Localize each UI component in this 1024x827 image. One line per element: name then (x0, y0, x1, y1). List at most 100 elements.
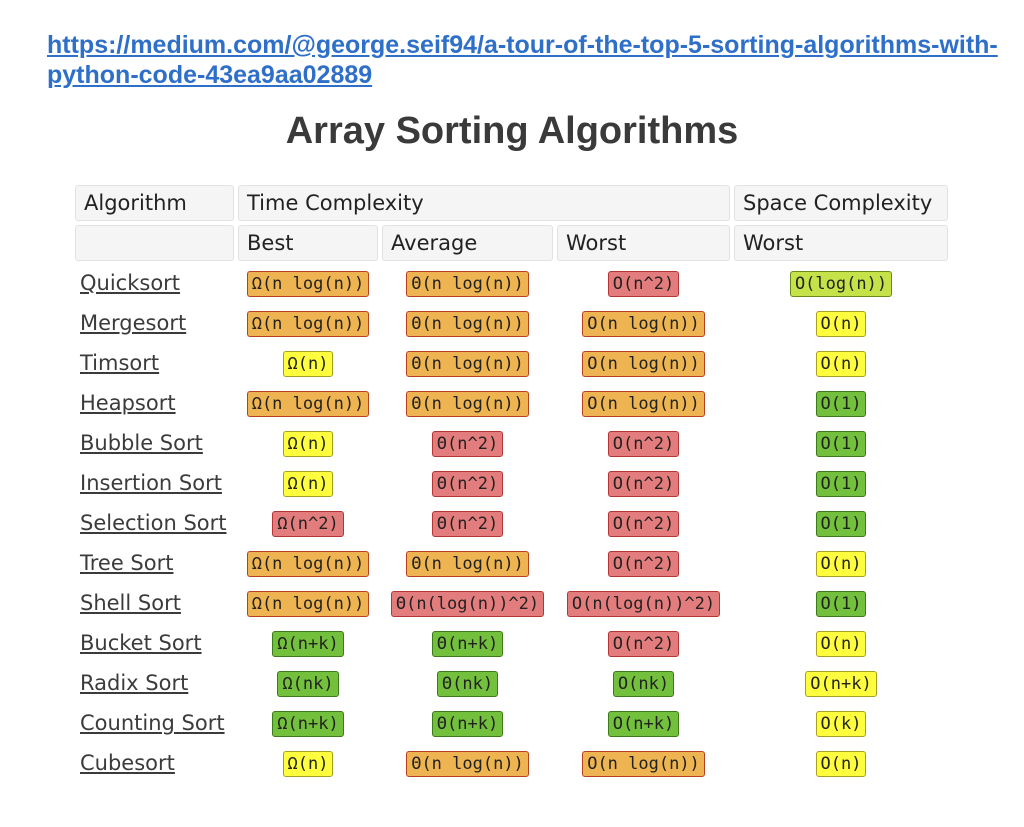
algorithm-link[interactable]: Shell Sort (80, 591, 181, 615)
complexity-badge: O(n) (815, 630, 867, 657)
complexity-cell-worst: O(n+k) (557, 705, 730, 741)
complexity-cell-space: O(1) (734, 465, 948, 501)
algorithm-link[interactable]: Timsort (80, 351, 160, 375)
complexity-badge: Ω(n) (282, 430, 334, 457)
complexity-badge: O(n^2) (607, 430, 680, 457)
complexity-cell-worst: O(n(log(n))^2) (557, 585, 730, 621)
complexity-cell-average: Θ(n log(n)) (382, 265, 553, 301)
complexity-badge: Ω(n) (282, 350, 334, 377)
complexity-badge: O(n) (815, 350, 867, 377)
algorithm-link[interactable]: Selection Sort (80, 511, 227, 535)
complexity-badge: Ω(n+k) (272, 630, 344, 657)
complexity-cell-best: Ω(n log(n)) (238, 385, 378, 421)
complexity-badge: O(n) (815, 550, 867, 577)
complexity-cell-average: Θ(n^2) (382, 465, 553, 501)
header-row-main: Algorithm Time Complexity Space Complexi… (75, 185, 948, 221)
complexity-badge: Θ(n log(n)) (406, 270, 529, 297)
complexity-badge: O(nk) (612, 670, 675, 697)
complexity-cell-average: Θ(n log(n)) (382, 545, 553, 581)
complexity-badge: Θ(n log(n)) (406, 750, 529, 777)
algorithm-link[interactable]: Counting Sort (80, 711, 225, 735)
complexity-cell-worst: O(n^2) (557, 465, 730, 501)
complexity-cell-best: Ω(nk) (238, 665, 378, 701)
complexity-cell-best: Ω(n log(n)) (238, 265, 378, 301)
header-worst: Worst (557, 225, 730, 261)
complexity-badge: O(n^2) (607, 470, 680, 497)
complexity-badge: Ω(n log(n)) (246, 390, 370, 417)
algorithm-name-cell: Shell Sort (75, 585, 234, 621)
complexity-cell-average: Θ(n log(n)) (382, 745, 553, 781)
complexity-badge: O(n(log(n))^2) (566, 590, 721, 617)
algorithm-name-cell: Mergesort (75, 305, 234, 341)
complexity-cell-worst: O(nk) (557, 665, 730, 701)
table-row: Bucket Sort Ω(n+k) Θ(n+k) O(n^2) O(n) (75, 625, 948, 661)
complexity-badge: Θ(n log(n)) (406, 310, 529, 337)
algorithm-link[interactable]: Tree Sort (80, 551, 174, 575)
algorithm-name-cell: Selection Sort (75, 505, 234, 541)
source-link[interactable]: https://medium.com/@george.seif94/a-tour… (47, 31, 998, 89)
table-row: Heapsort Ω(n log(n)) Θ(n log(n)) O(n log(n)… (75, 385, 948, 421)
algorithm-link[interactable]: Quicksort (80, 271, 181, 295)
complexity-cell-space: O(n) (734, 625, 948, 661)
algorithm-link[interactable]: Insertion Sort (80, 471, 222, 495)
algorithm-link[interactable]: Mergesort (80, 311, 187, 335)
complexity-cell-worst: O(n^2) (557, 425, 730, 461)
complexity-cell-best: Ω(n log(n)) (238, 305, 378, 341)
complexity-cell-best: Ω(n) (238, 745, 378, 781)
complexity-cell-space: O(1) (734, 505, 948, 541)
page-title: Array Sorting Algorithms (285, 110, 739, 152)
complexity-cell-space: O(log(n)) (734, 265, 948, 301)
algorithm-link[interactable]: Cubesort (80, 751, 175, 775)
header-space-complexity: Space Complexity (734, 185, 948, 221)
complexity-badge: O(n log(n)) (582, 310, 705, 337)
complexity-cell-space: O(n) (734, 545, 948, 581)
complexity-badge: Θ(n log(n)) (406, 350, 529, 377)
complexity-badge: O(n log(n)) (582, 390, 705, 417)
algorithm-link[interactable]: Bubble Sort (80, 431, 203, 455)
complexity-cell-best: Ω(n^2) (238, 505, 378, 541)
complexity-cell-space: O(1) (734, 585, 948, 621)
table-row: Bubble Sort Ω(n) Θ(n^2) O(n^2) O(1) (75, 425, 948, 461)
complexity-cell-average: Θ(n(log(n))^2) (382, 585, 553, 621)
header-blank (75, 225, 234, 261)
algorithm-name-cell: Tree Sort (75, 545, 234, 581)
complexity-cell-best: Ω(n+k) (238, 625, 378, 661)
complexity-badge: Ω(n log(n)) (246, 270, 370, 297)
complexity-cell-worst: O(n^2) (557, 265, 730, 301)
complexity-badge: O(1) (815, 390, 867, 417)
algorithm-link[interactable]: Bucket Sort (80, 631, 202, 655)
table-row: Quicksort Ω(n log(n)) Θ(n log(n)) O(n^2) O(l… (75, 265, 948, 301)
algorithm-name-cell: Timsort (75, 345, 234, 381)
table-row: Timsort Ω(n) Θ(n log(n)) O(n log(n)) O(n) (75, 345, 948, 381)
complexity-badge: Θ(n^2) (431, 430, 504, 457)
complexity-badge: O(k) (815, 710, 867, 737)
complexity-badge: Ω(nk) (277, 670, 339, 697)
algorithm-link[interactable]: Heapsort (80, 391, 176, 415)
complexity-badge: Θ(n^2) (431, 470, 504, 497)
complexity-badge: Θ(n(log(n))^2) (390, 590, 545, 617)
complexity-badge: O(1) (815, 590, 867, 617)
complexity-badge: Θ(n+k) (431, 630, 504, 657)
complexity-cell-best: Ω(n log(n)) (238, 545, 378, 581)
complexity-cell-best: Ω(n) (238, 425, 378, 461)
complexity-cell-average: Θ(n^2) (382, 425, 553, 461)
algorithm-link[interactable]: Radix Sort (80, 671, 189, 695)
complexity-badge: Θ(nk) (436, 670, 499, 697)
complexity-badge: O(n^2) (607, 270, 680, 297)
complexity-badge: O(n log(n)) (582, 350, 705, 377)
table-row: Mergesort Ω(n log(n)) Θ(n log(n)) O(n log(n… (75, 305, 948, 341)
complexity-cell-average: Θ(n log(n)) (382, 385, 553, 421)
header-algorithm: Algorithm (75, 185, 234, 221)
complexity-cell-average: Θ(n+k) (382, 625, 553, 661)
complexity-badge: O(n^2) (607, 630, 680, 657)
complexity-badge: O(1) (815, 430, 867, 457)
complexity-cell-space: O(n) (734, 305, 948, 341)
algorithm-name-cell: Bucket Sort (75, 625, 234, 661)
header-best: Best (238, 225, 378, 261)
complexity-badge: Ω(n) (282, 750, 334, 777)
